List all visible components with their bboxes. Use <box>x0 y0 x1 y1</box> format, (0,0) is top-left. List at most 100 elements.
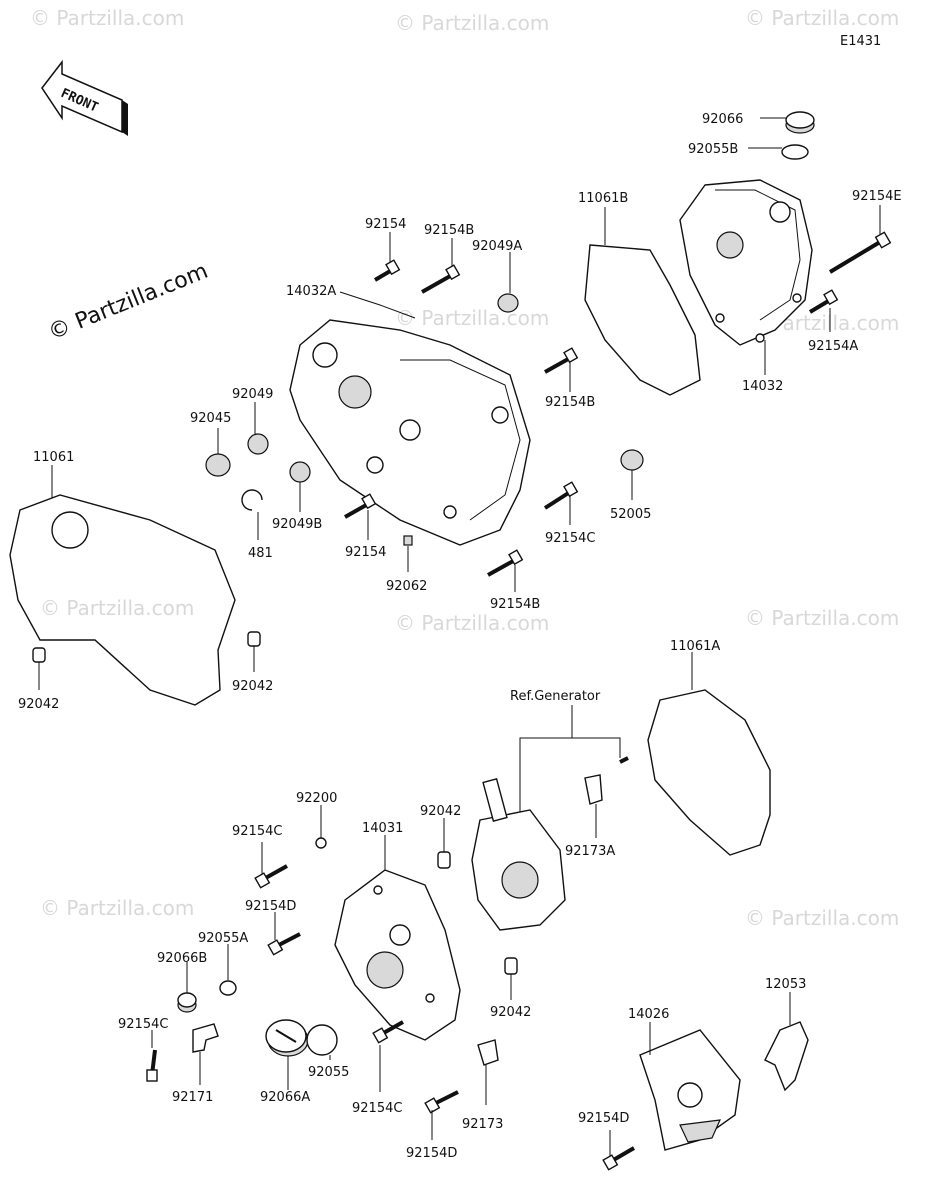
part-92045-bearing[interactable] <box>205 453 231 477</box>
part-92154B-bolt-low[interactable] <box>487 549 524 577</box>
part-92049-seal[interactable] <box>247 433 269 455</box>
label-92042-right: 92042 <box>232 679 273 694</box>
part-14031-generator-cover[interactable] <box>334 869 461 1041</box>
label-92154C-a: 92154C <box>232 824 282 839</box>
label-92154-top: 92154 <box>365 217 406 232</box>
part-92173-clamp[interactable] <box>477 1039 499 1066</box>
label-92049B: 92049B <box>272 517 322 532</box>
part-92154D-bolt-b[interactable] <box>424 1090 459 1114</box>
part-12053-guide[interactable] <box>764 1021 809 1092</box>
part-92042-dowel-right[interactable] <box>247 631 261 647</box>
part-14032-clutch-cover[interactable] <box>679 179 813 346</box>
label-92154C-b: 92154C <box>118 1017 168 1032</box>
label-11061A: 11061A <box>670 639 720 654</box>
part-92171-bracket[interactable] <box>192 1023 219 1053</box>
label-92062: 92062 <box>386 579 427 594</box>
label-92066B: 92066B <box>157 951 207 966</box>
label-92154D-a: 92154D <box>245 899 296 914</box>
label-11061B: 11061B <box>578 191 628 206</box>
label-92154A: 92154A <box>808 339 858 354</box>
part-generator-stator[interactable] <box>471 778 566 931</box>
part-92200-washer[interactable] <box>315 837 327 849</box>
part-92049B-seal[interactable] <box>289 461 311 483</box>
part-92154C-bolt-c[interactable] <box>372 1020 404 1044</box>
part-11061A-gasket[interactable] <box>647 689 771 856</box>
label-92055B: 92055B <box>688 142 738 157</box>
label-92049A: 92049A <box>472 239 522 254</box>
part-92055A-o-ring[interactable] <box>219 980 237 996</box>
watermark-9: © Partzilla.com <box>40 896 194 920</box>
label-92055A: 92055A <box>198 931 248 946</box>
part-481-circlip[interactable] <box>241 489 263 511</box>
watermark-8: © Partzilla.com <box>745 606 899 630</box>
label-92154C-mid: 92154C <box>545 531 595 546</box>
part-92154-bolt-top[interactable] <box>373 259 401 282</box>
diagram-code: E1431 <box>840 34 881 49</box>
label-92154D-b: 92154D <box>406 1146 457 1161</box>
part-92154C-bolt-b[interactable] <box>146 1049 158 1082</box>
label-92042-left: 92042 <box>18 697 59 712</box>
part-92154D-bolt-c[interactable] <box>602 1146 636 1171</box>
label-481: 481 <box>248 546 273 561</box>
part-92042-dowel-left[interactable] <box>32 647 46 663</box>
part-92066B-plug[interactable] <box>177 992 197 1013</box>
label-92154-mid: 92154 <box>345 545 386 560</box>
part-11061B-gasket[interactable] <box>584 244 701 396</box>
part-92066A-plug[interactable] <box>265 1019 309 1057</box>
label-92154B-mid: 92154B <box>545 395 595 410</box>
label-52005: 52005 <box>610 507 651 522</box>
label-92042-low: 92042 <box>490 1005 531 1020</box>
watermark-3: © Partzilla.com <box>745 6 899 30</box>
part-92042-dowel-low[interactable] <box>504 957 518 975</box>
part-11061-gasket[interactable] <box>9 494 236 706</box>
watermark-4: © Partzilla.com <box>395 306 549 330</box>
label-92154E: 92154E <box>852 189 902 204</box>
part-52005-seal[interactable] <box>620 449 644 471</box>
part-92154A-bolt[interactable] <box>808 289 839 314</box>
part-92154-bolt-mid[interactable] <box>344 493 377 519</box>
part-92154C-bolt-mid[interactable] <box>543 481 579 510</box>
watermark-7: © Partzilla.com <box>395 611 549 635</box>
watermark-2: © Partzilla.com <box>395 11 549 35</box>
label-14026: 14026 <box>628 1007 669 1022</box>
copyright-text: © Partzilla.com <box>45 259 212 346</box>
part-92049A-seal[interactable] <box>497 293 519 313</box>
label-92055: 92055 <box>308 1065 349 1080</box>
label-92200: 92200 <box>296 791 337 806</box>
ref-generator-label: Ref.Generator <box>510 689 601 704</box>
part-14026-sprocket-cover[interactable] <box>639 1029 741 1151</box>
label-92066A: 92066A <box>260 1090 310 1105</box>
label-92066: 92066 <box>702 112 743 127</box>
part-92154C-bolt-a[interactable] <box>254 864 288 889</box>
label-92154B-low: 92154B <box>490 597 540 612</box>
part-92154B-bolt-top[interactable] <box>421 264 461 294</box>
label-12053: 12053 <box>765 977 806 992</box>
label-92173A: 92173A <box>565 844 615 859</box>
watermark-6: © Partzilla.com <box>40 596 194 620</box>
part-generator-bolt[interactable] <box>619 756 629 764</box>
label-14032A: 14032A <box>286 284 336 299</box>
label-92154D-c: 92154D <box>578 1111 629 1126</box>
label-92154C-c: 92154C <box>352 1101 402 1116</box>
part-92062-plug[interactable] <box>403 535 413 546</box>
part-92055B-o-ring[interactable] <box>781 144 809 160</box>
part-92055-o-ring[interactable] <box>306 1024 338 1056</box>
label-14032: 14032 <box>742 379 783 394</box>
part-92066-oil-cap[interactable] <box>785 111 815 134</box>
part-92154E-bolt[interactable] <box>828 231 892 274</box>
label-11061: 11061 <box>33 450 74 465</box>
part-92173A-clamp[interactable] <box>584 774 603 805</box>
watermark-1: © Partzilla.com <box>30 6 184 30</box>
label-92045: 92045 <box>190 411 231 426</box>
watermark-10: © Partzilla.com <box>745 906 899 930</box>
part-92042-dowel-gen[interactable] <box>437 851 451 869</box>
front-arrow-icon: FRONT <box>41 59 128 136</box>
part-14032A-inner-cover[interactable] <box>289 319 531 546</box>
part-92154D-bolt-a[interactable] <box>267 932 301 956</box>
label-92173: 92173 <box>462 1117 503 1132</box>
label-92049: 92049 <box>232 387 273 402</box>
label-92042-gen: 92042 <box>420 804 461 819</box>
part-92154B-bolt-mid[interactable] <box>544 347 579 374</box>
